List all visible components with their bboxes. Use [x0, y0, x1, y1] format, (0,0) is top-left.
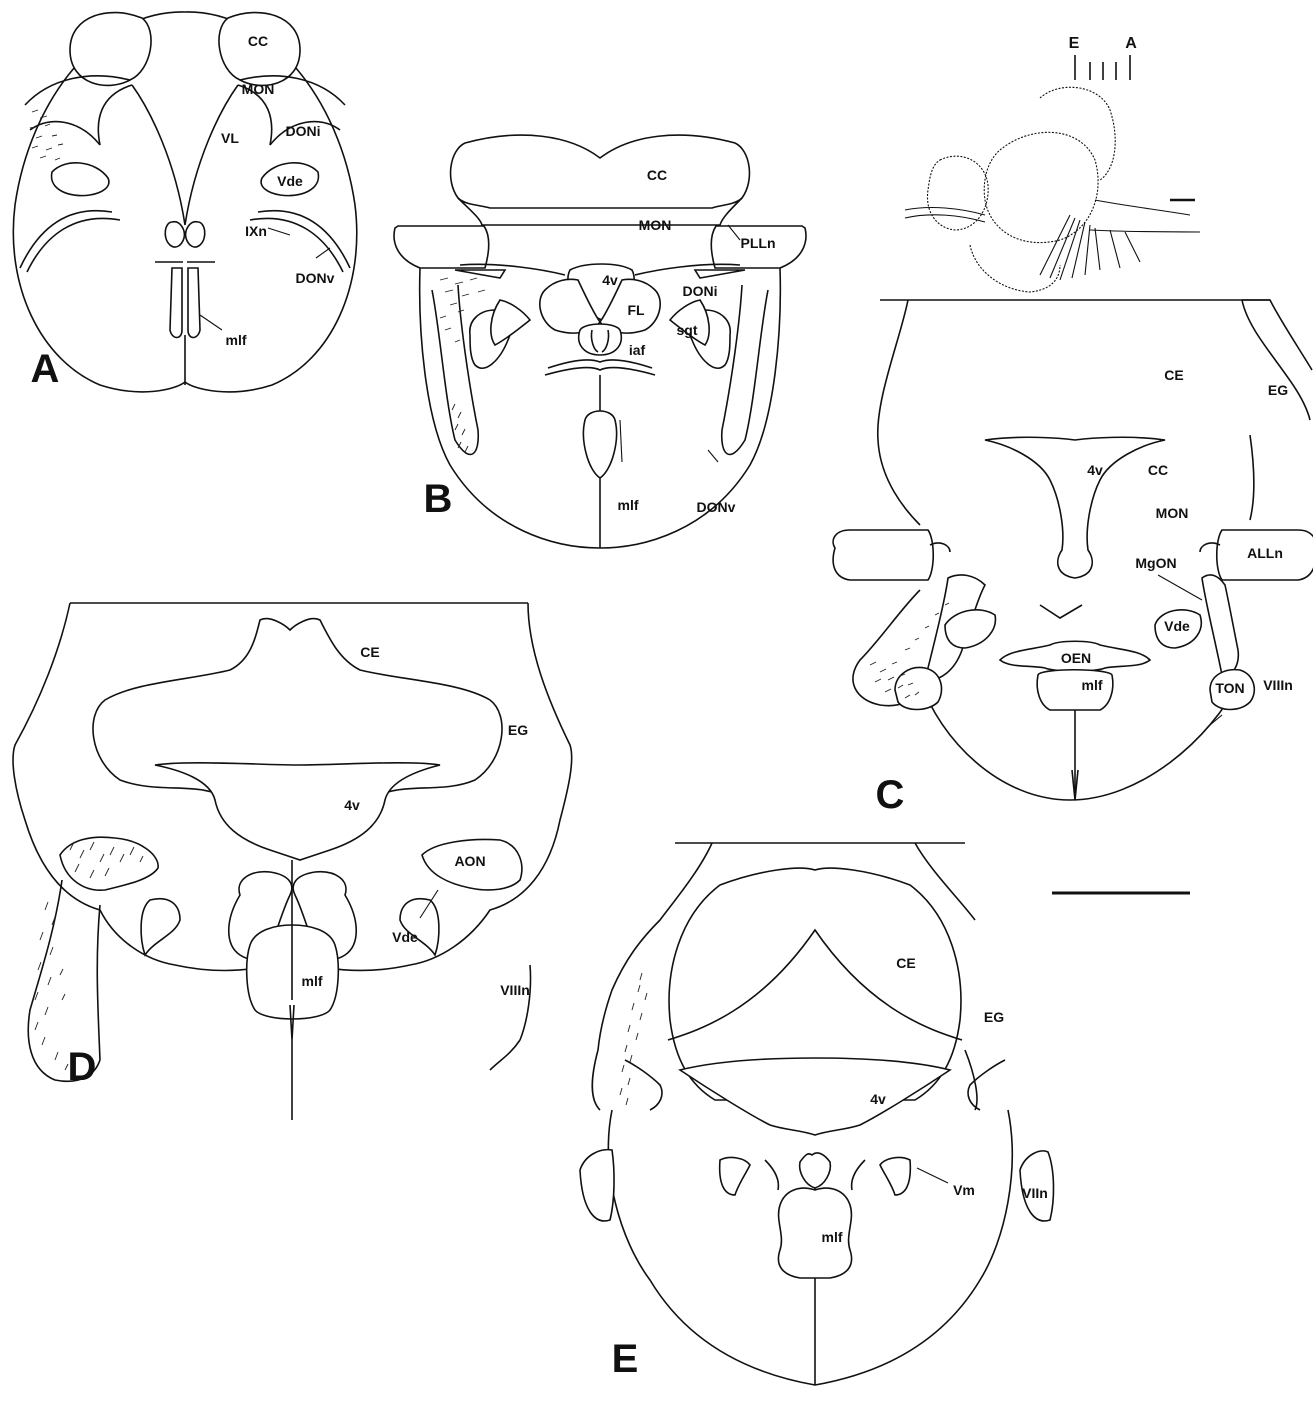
- panel-d-label-mlf: mlf: [302, 973, 323, 989]
- panel-d-letter: D: [68, 1045, 97, 1089]
- panel-e-label-mlf: mlf: [822, 1229, 843, 1245]
- panel-d-label-vde: Vde: [392, 929, 418, 945]
- panel-c-label-mon: MON: [1156, 505, 1189, 521]
- panel-a-label-cc: CC: [248, 33, 268, 49]
- panel-b-label-fl: FL: [627, 302, 645, 318]
- panel-b-label-4v: 4v: [602, 272, 618, 288]
- panel-c-label-mlf: mlf: [1082, 677, 1103, 693]
- panel-c: CE EG 4v CC MON ALLn MgON Vde OEN VIIIn …: [833, 300, 1313, 817]
- panel-a-letter: A: [31, 347, 60, 391]
- panel-d-label-eg: EG: [508, 722, 528, 738]
- panel-e-label-ce: CE: [896, 955, 915, 971]
- inset-marker-a: A: [1125, 35, 1137, 52]
- panel-c-letter: C: [876, 773, 905, 817]
- panel-c-label-eg: EG: [1268, 382, 1288, 398]
- panel-b-label-mon: MON: [639, 217, 672, 233]
- panel-d: CE EG 4v AON Vde VIIIn mlf D: [13, 603, 572, 1120]
- panel-e-label-vm: Vm: [953, 1182, 975, 1198]
- panel-c-label-oen: OEN: [1061, 650, 1091, 666]
- panel-e-letter: E: [612, 1337, 639, 1381]
- panel-b-label-iaf: iaf: [629, 342, 646, 358]
- panel-a-label-doni: DONi: [286, 123, 321, 139]
- panel-e-label-viin: VIIn: [1022, 1185, 1048, 1201]
- panel-b-label-sgt: sgt: [677, 322, 698, 338]
- panel-c-label-vde: Vde: [1164, 618, 1190, 634]
- panel-b: CC MON PLLn 4v FL DONi sgt iaf mlf DONv …: [394, 135, 806, 548]
- panel-b-label-doni: DONi: [683, 283, 718, 299]
- panel-e-label-eg: EG: [984, 1009, 1004, 1025]
- panel-d-label-4v: 4v: [344, 797, 360, 813]
- panel-c-label-cc: CC: [1148, 462, 1168, 478]
- panel-b-letter: B: [424, 477, 453, 521]
- inset-marker-e: E: [1069, 35, 1080, 52]
- panel-a-label-vl: VL: [221, 130, 239, 146]
- panel-d-label-ce: CE: [360, 644, 379, 660]
- panel-a-label-mlf: mlf: [226, 332, 247, 348]
- panel-d-label-aon: AON: [454, 853, 485, 869]
- panel-c-label-ce: CE: [1164, 367, 1183, 383]
- panel-a-label-vde: Vde: [277, 173, 303, 189]
- panel-b-label-mlf: mlf: [618, 497, 639, 513]
- panel-d-label-viiin: VIIIn: [500, 982, 530, 998]
- panel-a-label-ixn: IXn: [245, 223, 267, 239]
- panel-b-label-plln: PLLn: [741, 235, 776, 251]
- panel-c-label-alln: ALLn: [1247, 545, 1283, 561]
- panel-c-label-viiin: VIIIn: [1263, 677, 1293, 693]
- panel-b-label-cc: CC: [647, 167, 667, 183]
- panel-e-label-4v: 4v: [870, 1091, 886, 1107]
- panel-a-label-donv: DONv: [296, 270, 335, 286]
- panel-c-label-mgon: MgON: [1135, 555, 1176, 571]
- inset-brain-sketch: E A: [905, 35, 1200, 292]
- panel-e: CE EG 4v Vm VIIn mlf E: [580, 843, 1054, 1385]
- panel-b-label-donv: DONv: [697, 499, 736, 515]
- panel-a: CC MON VL DONi Vde IXn DONv mlf A: [13, 12, 356, 392]
- panel-c-label-ton: TON: [1215, 680, 1244, 696]
- panel-a-label-mon: MON: [242, 81, 275, 97]
- panel-c-label-4v: 4v: [1087, 462, 1103, 478]
